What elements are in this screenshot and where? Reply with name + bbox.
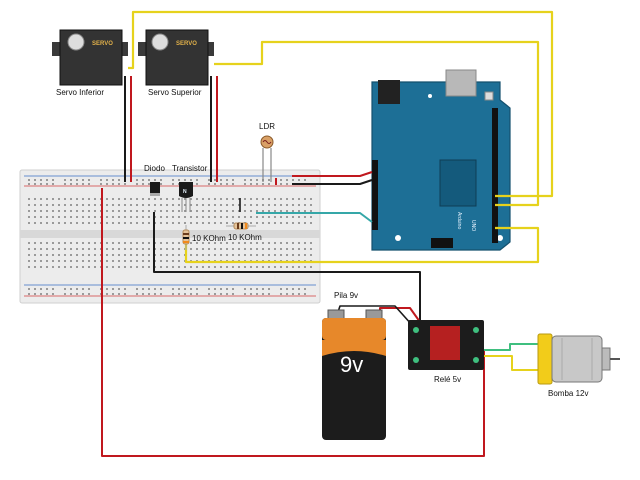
resistor-1-label: 10 KOhm [192,234,226,243]
arduino-board-icon: Arduino UNO [371,69,511,251]
battery-label: Pila 9v [334,291,358,300]
servo-brand-label: SERVO [176,41,197,47]
servo-icon: SERVO [138,29,214,86]
diode-icon [150,182,160,196]
resistor-2-label: 10 KOhm [228,233,262,242]
arduino-model-label: UNO [470,220,476,231]
servo-icon: SERVO [52,29,128,86]
transistor-label: Transistor [172,164,208,173]
diodo-label: Diodo [144,164,165,173]
relay-label: Relé 5v [434,375,461,384]
motor-icon [537,333,620,385]
resistor-icon [182,225,190,250]
relay-icon [408,320,484,370]
resistor-icon [226,222,256,230]
arduino-brand-label: Arduino [456,212,462,229]
wires [101,10,554,457]
svg-text:N: N [183,189,187,195]
servo-brand-label: SERVO [92,41,113,47]
pump-label: Bomba 12v [548,389,588,398]
battery-face-label: 9v [340,352,363,377]
servo-superior-label: Servo Superior [148,88,202,97]
breadboard [19,169,321,304]
ldr-icon [260,135,274,182]
ldr-label: LDR [259,122,275,131]
battery-icon: 9v [322,309,386,440]
servo-inferior-label: Servo Inferior [56,88,104,97]
transistor-icon: N [179,182,193,212]
